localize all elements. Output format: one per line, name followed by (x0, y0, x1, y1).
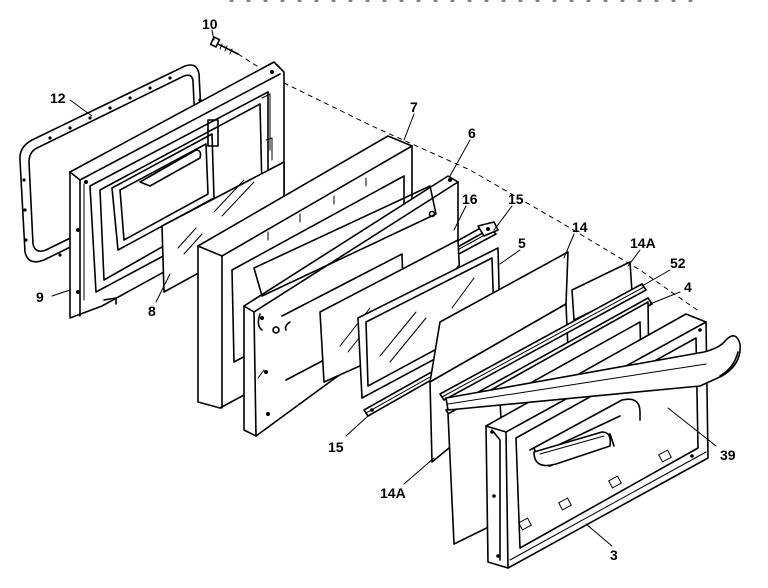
callout-12: 12 (50, 90, 66, 106)
door-handle-part-39 (445, 335, 741, 411)
callout-15-lower: 15 (328, 439, 344, 455)
callout-9: 9 (36, 289, 44, 305)
callout-16: 16 (462, 191, 478, 207)
callout-39: 39 (720, 447, 736, 463)
callout-leader-lines (51, 29, 717, 547)
callout-4: 4 (684, 279, 692, 295)
callout-14: 14 (572, 219, 588, 235)
handle-grip (533, 431, 612, 467)
callout-5: 5 (518, 235, 526, 251)
callout-14A-upper: 14A (630, 235, 656, 251)
callout-7: 7 (410, 99, 418, 115)
callout-3: 3 (610, 547, 618, 563)
screw-part-10 (209, 36, 239, 55)
callout-10: 10 (202, 16, 218, 32)
upper-retainer-part-15 (477, 221, 499, 237)
callout-labels: 10 12 7 6 16 15 14 5 14A 52 4 9 8 15 39 … (36, 16, 736, 563)
callout-14A-lower: 14A (380, 485, 406, 501)
callout-8: 8 (148, 303, 156, 319)
callout-15-upper: 15 (508, 191, 524, 207)
callout-6: 6 (468, 125, 476, 141)
callout-52: 52 (670, 255, 686, 271)
